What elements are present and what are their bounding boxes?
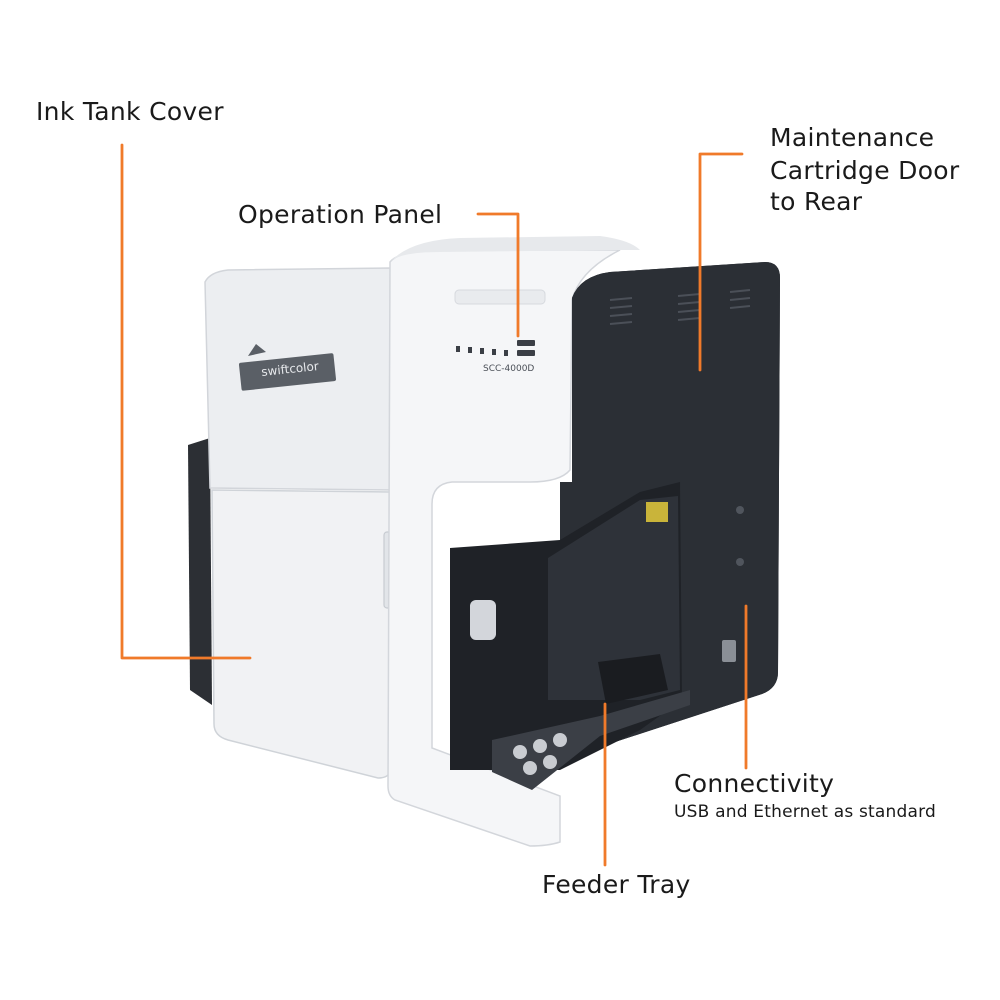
label-maintenance-line1: Maintenance (770, 123, 935, 152)
label-ink-tank-cover: Ink Tank Cover (36, 97, 224, 126)
brand-logo-plate (238, 353, 337, 391)
device-model-text: SCC-4000D (483, 364, 535, 374)
brand-logo-mark (248, 344, 266, 356)
label-maintenance-line3: to Rear (770, 187, 863, 216)
operation-panel-strip (454, 289, 546, 305)
label-connectivity: Connectivity (674, 769, 835, 798)
leader-operation-panel (476, 212, 520, 338)
feeder-tray (492, 690, 690, 790)
port-screw (736, 506, 744, 514)
ethernet-port (722, 640, 736, 662)
feeder-platform (598, 654, 668, 704)
operation-panel-leds (456, 340, 535, 356)
leader-maintenance (698, 152, 744, 372)
side-vents (609, 289, 751, 325)
label-operation-panel: Operation Panel (238, 200, 443, 229)
port-screw (736, 558, 744, 566)
label-feeder-tray: Feeder Tray (542, 870, 691, 899)
tray-media (513, 733, 567, 775)
label-connectivity-note: USB and Ethernet as standard (674, 802, 937, 822)
warning-label (646, 502, 668, 522)
feeder-roller (470, 600, 496, 640)
printer-body-front (387, 249, 621, 847)
feeder-inner-wall (548, 496, 680, 700)
printer-left-edge (188, 438, 212, 705)
label-maintenance-line2: Cartridge Door (770, 156, 960, 185)
printer-top-surface (390, 236, 640, 262)
leader-ink-tank-cover (120, 143, 252, 660)
